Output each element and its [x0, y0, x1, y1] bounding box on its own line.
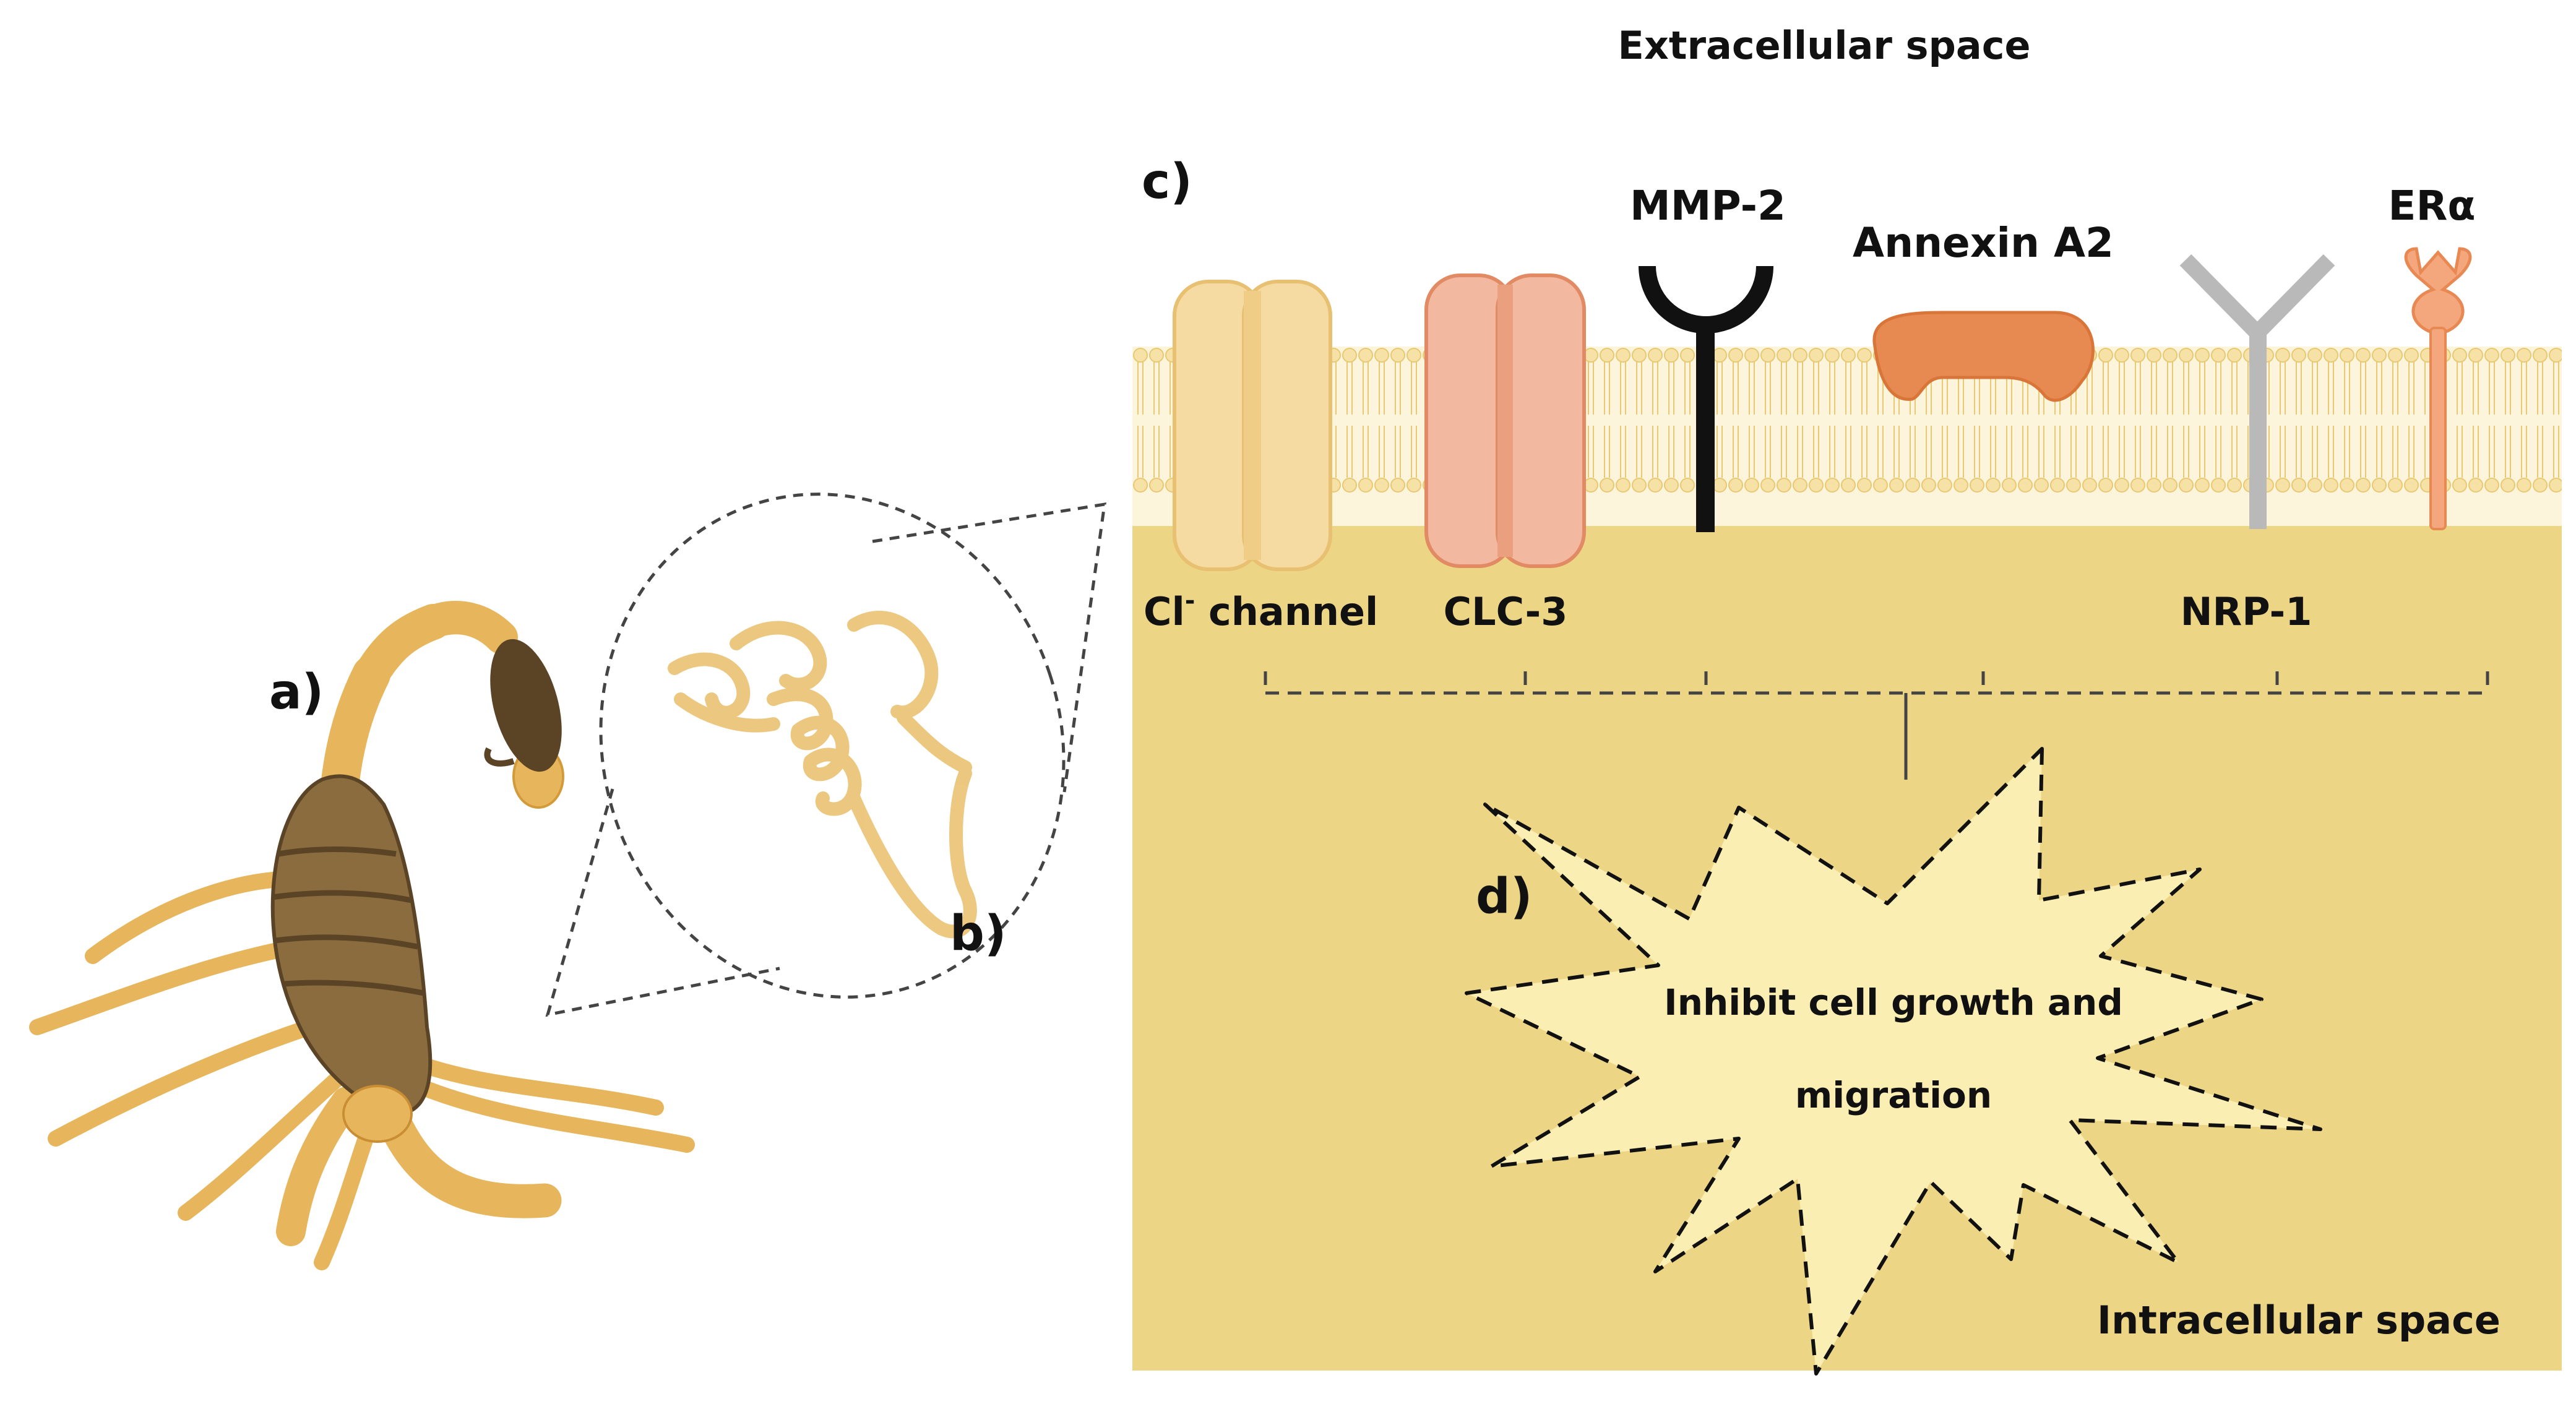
cl-channel-label: Cl- channel: [1144, 587, 1378, 634]
era-label: ERα: [2388, 182, 2475, 230]
panel-b-label: b): [950, 906, 1006, 962]
zoom-callout: [545, 493, 1106, 1017]
cl-channel-protein: [1173, 280, 1332, 571]
annexin-a2-label: Annexin A2: [1853, 219, 2114, 267]
mmp2-label: MMP-2: [1630, 182, 1786, 230]
annexin-a2-protein: [1872, 311, 2095, 402]
nrp1-label: NRP-1: [2181, 589, 2312, 634]
intracellular-label: Intracellular space: [2097, 1298, 2501, 1343]
panel-c-label: c): [1142, 154, 1192, 210]
clc3-label: CLC-3: [1444, 589, 1568, 634]
effect-burst: [1465, 747, 2322, 1376]
nrp1-receptor: [2179, 254, 2335, 529]
cell-membrane: [1132, 347, 2562, 526]
receptor-bracket: [1264, 671, 2489, 780]
clc3-protein: [1424, 273, 1586, 568]
era-receptor: [2404, 247, 2472, 530]
scorpion-illustration: [29, 601, 695, 1270]
panel-a-label: a): [269, 665, 324, 720]
panel-d-label: d): [1476, 869, 1532, 924]
peptide-structure: [668, 611, 977, 939]
effect-text-line1: Inhibit cell growth and: [1664, 981, 2123, 1023]
extracellular-label: Extracellular space: [1618, 23, 2030, 68]
effect-text-line2: migration: [1795, 1074, 1992, 1116]
mmp2-receptor: [1639, 265, 1773, 532]
